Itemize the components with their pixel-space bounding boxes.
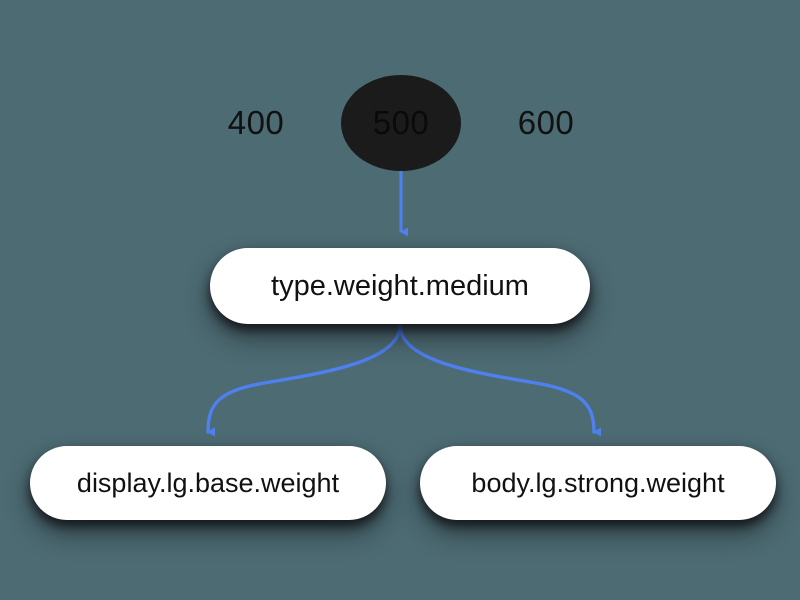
- node-type-weight-medium[interactable]: type.weight.medium: [210, 248, 590, 324]
- scale-option-600[interactable]: 600: [517, 104, 575, 141]
- scale-option-500-selected[interactable]: 500: [341, 75, 461, 171]
- node-body-lg-strong-weight[interactable]: body.lg.strong.weight: [420, 446, 776, 520]
- font-weight-scale: 400 500 600: [0, 75, 800, 171]
- scale-option-400[interactable]: 400: [227, 104, 285, 141]
- edge-parent-to-child-right: [398, 323, 602, 437]
- edge-parent-to-child-left: [206, 323, 402, 437]
- node-display-lg-base-weight[interactable]: display.lg.base.weight: [30, 446, 386, 520]
